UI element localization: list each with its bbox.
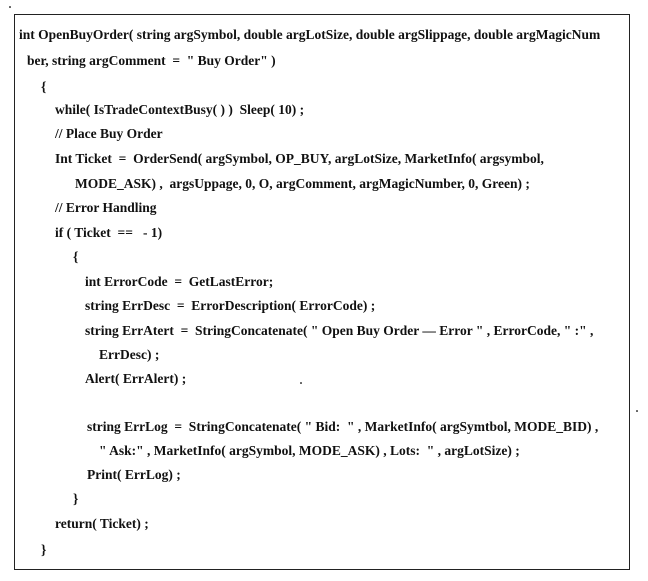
- code-line-18: Print( ErrLog) ;: [87, 467, 181, 482]
- code-line-11: int ErrorCode = GetLastError;: [85, 274, 274, 289]
- code-line-9: if ( Ticket == - 1): [55, 225, 163, 240]
- code-line-17: " Ask:" , MarketInfo( argSymbol, MODE_AS…: [99, 443, 520, 458]
- scan-speck: [300, 382, 302, 384]
- code-line-8: // Error Handling: [55, 200, 157, 215]
- code-line-13: string ErrAtert = StringConcatenate( " O…: [85, 323, 594, 338]
- scan-speck: [636, 410, 638, 412]
- code-line-10: {: [73, 249, 79, 264]
- code-line-4: while( IsTradeContextBusy( ) ) Sleep( 10…: [55, 102, 305, 117]
- code-line-15: Alert( ErrAlert) ;: [85, 371, 187, 386]
- code-line-7: MODE_ASK) , argsUppage, 0, O, argComment…: [75, 176, 530, 191]
- code-line-1: int OpenBuyOrder( string argSymbol, doub…: [19, 27, 601, 42]
- code-line-14: ErrDesc) ;: [99, 347, 160, 362]
- code-line-19: }: [73, 491, 79, 506]
- code-line-6: Int Ticket = OrderSend( argSymbol, OP_BU…: [55, 151, 544, 166]
- scan-speck: [9, 6, 11, 8]
- code-line-5: // Place Buy Order: [55, 126, 163, 141]
- code-line-2: ber, string argComment = " Buy Order" ): [27, 53, 276, 68]
- code-line-20: return( Ticket) ;: [55, 516, 149, 531]
- code-line-16: string ErrLog = StringConcatenate( " Bid…: [87, 419, 599, 434]
- code-line-21: }: [41, 542, 47, 557]
- code-listing-box: int OpenBuyOrder( string argSymbol, doub…: [14, 14, 630, 570]
- code-line-3: {: [41, 79, 47, 94]
- code-line-12: string ErrDesc = ErrorDescription( Error…: [85, 298, 376, 313]
